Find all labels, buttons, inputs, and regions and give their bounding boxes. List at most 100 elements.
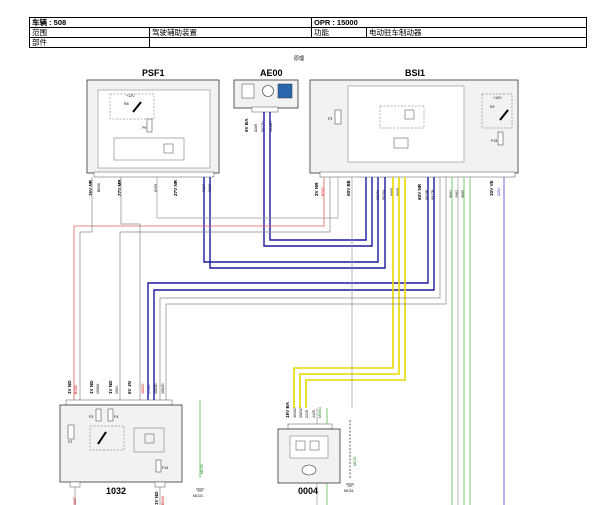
bsi1-relay-switch xyxy=(499,109,509,121)
psf1-wire-2: 8209 xyxy=(154,184,158,192)
m1032-connector-strip xyxy=(65,399,173,406)
ground-label-2: MC03 xyxy=(193,494,203,498)
ae00-wire-2: 9017H xyxy=(261,121,265,132)
m1032-wire-1: BS02 xyxy=(74,385,78,394)
m1032-wire-9: 1007 xyxy=(73,497,77,505)
m0004-wire-5: M0004 xyxy=(318,407,322,418)
m1032-wire-4: 1062C xyxy=(141,383,145,394)
bsi1-wire-8: 9001 xyxy=(449,190,453,198)
psf1-supply-label: +12V xyxy=(126,94,135,98)
bsi1-fuse2-label: F19 xyxy=(491,139,497,143)
psf1-relay-box xyxy=(109,93,155,120)
bsi1-module: BSI1 F3 +12V R2 F19 2V NR 60V BE 60V NR … xyxy=(309,68,519,200)
m1032-wire-3: 1004 xyxy=(115,386,119,394)
bsi1-wire-10: 9005 xyxy=(461,190,465,198)
wire-blue-6 xyxy=(153,177,435,400)
bsi1-fuse-label: F3 xyxy=(328,117,332,121)
m1032-f3-label: F3 xyxy=(89,415,93,419)
wire-grey-8 xyxy=(156,177,339,219)
m1032-conn-2: 1V ND xyxy=(89,380,94,394)
psf1-conn-1: 16V NR xyxy=(88,179,93,196)
psf1-name: PSF1 xyxy=(142,68,165,78)
m0004-conn: 18V BA xyxy=(285,401,290,418)
m0004-wire-3: 2219 xyxy=(305,410,309,418)
bsi1-conn-2: 60V BE xyxy=(346,180,351,196)
bsi1-connector-strip xyxy=(319,171,516,178)
ground-icon xyxy=(196,488,204,492)
wire-yellow-2 xyxy=(299,177,400,408)
m1032-f4-label: F4 xyxy=(114,415,118,419)
ae00-conn: 6V BA xyxy=(244,118,249,132)
wire-blue-5 xyxy=(147,177,429,400)
wire-yellow-1 xyxy=(293,177,394,408)
psf1-fuse-label: F9 xyxy=(142,126,146,130)
ae00-car-icon xyxy=(277,83,293,99)
wire-grey-5 xyxy=(165,177,447,400)
m1032-fuse-f14 xyxy=(155,459,162,473)
wire-grey-3 xyxy=(120,177,141,400)
psf1-relay-switch xyxy=(132,101,142,113)
bsi1-wire-6: 9018B xyxy=(425,189,429,200)
bsi1-wire-1: BS02 xyxy=(321,187,325,196)
wire-yellow-3 xyxy=(305,177,406,408)
bsi1-relay-box xyxy=(481,93,513,129)
m1032-wire-6: 1003D xyxy=(154,383,158,394)
m1032-fuse-f4 xyxy=(107,408,114,422)
m1032-conn-4: 6V JN xyxy=(127,381,132,394)
psf1-wire-1: BB00 xyxy=(97,183,101,192)
ground-label-4: MC51 xyxy=(344,489,354,493)
bsi1-supply-label: +12V xyxy=(493,96,502,100)
ae00-wire-1: 8209 xyxy=(254,124,258,132)
wires xyxy=(73,112,505,505)
m1032-conn-5: 1V ND xyxy=(154,491,159,505)
m0004-wire-2: 3003C xyxy=(299,407,303,418)
bsi1-fuse xyxy=(334,109,342,125)
header-table: 车辆 : 508 OPR : 15000 范围 驾驶辅助装置 功能 电动驻车制动… xyxy=(29,17,587,48)
diagram-title: 原理 xyxy=(294,56,304,62)
psf1-conn-3: 27V NR xyxy=(173,179,178,196)
m1032-wire-2: 1006A xyxy=(96,383,100,394)
wire-blue-4 xyxy=(269,112,367,241)
m1032-conn-1: 1V ND xyxy=(67,380,72,394)
psf1-connector-strip xyxy=(93,171,215,178)
m0004-connector-strip xyxy=(287,423,333,430)
ground-label-1: MC03 xyxy=(200,464,204,474)
grounds: MC03 MC03 MC51 MC51 xyxy=(193,456,357,498)
bsi1-wire-9: 1062 xyxy=(455,190,459,198)
m1032-wire-7: 1062D xyxy=(161,383,165,394)
bsi1-conn-4: 10V VE xyxy=(489,180,494,196)
psf1-relay-label: R8 xyxy=(124,102,129,106)
ae00-name: AE00 xyxy=(260,68,283,78)
psf1-conn-2: 27V MR xyxy=(117,179,122,196)
wire-blue-2 xyxy=(209,177,386,269)
bsi1-wire-7: 9017B xyxy=(431,189,435,200)
m1032-conn-3: 1V ND xyxy=(108,380,113,394)
bsi1-wire-5: 9009 xyxy=(396,188,400,196)
bsi1-conn-3: 60V NR xyxy=(417,183,422,200)
m1032-f2-label: F2 xyxy=(68,440,72,444)
m1032-wire-5: CPAC xyxy=(147,384,151,394)
m1032-name: 1032 xyxy=(106,486,126,496)
bsi1-wire-3: 9018A xyxy=(382,189,386,200)
ground-label-3: MC51 xyxy=(353,456,357,466)
wire-red-1 xyxy=(73,177,325,400)
ae00-speaker-icon xyxy=(262,85,274,97)
bsi1-wire-4: 9008 xyxy=(390,188,394,196)
psf1-module: PSF1 R8 +12V F9 16V NR 27V MR 27V NR BB0… xyxy=(86,68,220,196)
wire-grey-2 xyxy=(119,177,331,400)
m1032-wire-8: BB00 xyxy=(161,496,165,505)
m1032-fuse-f2 xyxy=(67,424,75,440)
bsi1-conn-1: 2V NR xyxy=(314,182,319,196)
m1032-f14-label: F14 xyxy=(162,466,168,470)
bsi1-wire-11: 2254 xyxy=(497,188,501,196)
psf1-fuse xyxy=(146,118,153,133)
m1032-fuse-f3 xyxy=(95,408,102,422)
ae00-module: AE00 6V BA 8209 9017H 9018H xyxy=(233,68,299,132)
m1032-module: 1032 F2 F3 F4 F14 1V ND BS02 1V ND 1006A… xyxy=(59,380,183,505)
wire-blue-3 xyxy=(263,112,373,247)
m0004-name: 0004 xyxy=(298,486,318,496)
m0004-parking-brake-icon xyxy=(301,464,317,476)
bsi1-name: BSI1 xyxy=(405,68,425,78)
m1032-relay-switch xyxy=(97,431,107,445)
